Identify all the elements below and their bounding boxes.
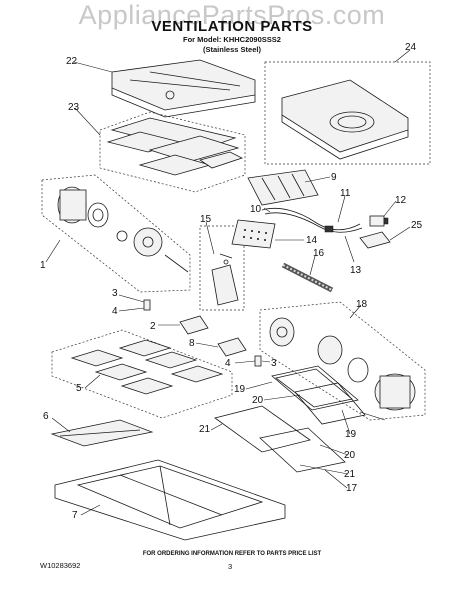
ordering-note: FOR ORDERING INFORMATION REFER TO PARTS … xyxy=(142,551,322,557)
page-number: 3 xyxy=(228,562,233,571)
callout-4: 4 xyxy=(112,306,118,317)
callout-22: 22 xyxy=(66,56,78,67)
part-1-blower-assembly xyxy=(41,174,191,293)
part-9-control-board xyxy=(247,169,319,206)
watermark: AppliancePartsPros.com xyxy=(78,0,386,30)
callout-23: 23 xyxy=(68,102,80,113)
callout-9: 9 xyxy=(331,172,337,183)
document-number: W10283692 xyxy=(40,561,81,570)
part-16-light-bar xyxy=(281,262,334,293)
callout-3: 3 xyxy=(112,288,118,299)
part-21-frame xyxy=(214,405,346,473)
callout-3b: 3 xyxy=(271,358,277,369)
callout-13: 13 xyxy=(350,265,362,276)
leader-lines xyxy=(45,49,411,516)
part-6-rail xyxy=(50,419,154,447)
part-20-frame xyxy=(294,382,366,425)
callout-21b: 21 xyxy=(344,469,356,480)
part-3-screw xyxy=(143,299,262,367)
callout-12: 12 xyxy=(395,195,407,206)
callout-19a: 19 xyxy=(234,384,246,395)
callout-19b: 19 xyxy=(345,429,357,440)
part-11-wire-harness xyxy=(261,207,363,233)
part-15-bracket-assembly xyxy=(199,225,245,311)
part-22-top-panel xyxy=(111,59,256,118)
callout-6: 6 xyxy=(43,411,49,422)
callout-2: 2 xyxy=(150,321,156,332)
part-7-bottom-frame xyxy=(54,459,286,541)
callout-24: 24 xyxy=(405,42,417,53)
callout-17: 17 xyxy=(346,483,358,494)
callout-5: 5 xyxy=(76,383,82,394)
callout-20a: 20 xyxy=(252,395,264,406)
callout-15: 15 xyxy=(200,214,212,225)
part-18-blower-assembly xyxy=(259,301,426,421)
part-14-filter xyxy=(231,219,276,249)
part-5-light-lenses xyxy=(51,329,233,419)
callout-labels: 22 23 24 1 3 4 2 8 4 3 5 6 7 9 10 11 12 … xyxy=(40,42,423,521)
callout-11: 11 xyxy=(340,188,351,199)
callout-4b: 4 xyxy=(225,358,231,369)
callout-8: 8 xyxy=(189,338,195,349)
page-title: VENTILATION PARTS xyxy=(151,18,313,35)
callout-1: 1 xyxy=(40,260,46,271)
model-number: For Model: KHHC2090SSS2 xyxy=(183,35,281,44)
callout-7: 7 xyxy=(72,510,78,521)
callout-20b: 20 xyxy=(344,450,356,461)
callout-25: 25 xyxy=(411,220,423,231)
part-8-bracket xyxy=(217,337,247,357)
callout-16: 16 xyxy=(313,248,325,259)
part-25-plate xyxy=(359,231,391,249)
part-2-bracket xyxy=(179,315,209,335)
callout-14: 14 xyxy=(306,235,318,246)
part-23-damper-assembly xyxy=(99,111,246,193)
part-24-blower-housing xyxy=(264,61,431,165)
callout-21a: 21 xyxy=(199,424,211,435)
part-12-connector xyxy=(369,215,389,227)
model-finish: (Stainless Steel) xyxy=(203,45,261,54)
callout-10: 10 xyxy=(250,204,262,215)
callout-18: 18 xyxy=(356,299,368,310)
